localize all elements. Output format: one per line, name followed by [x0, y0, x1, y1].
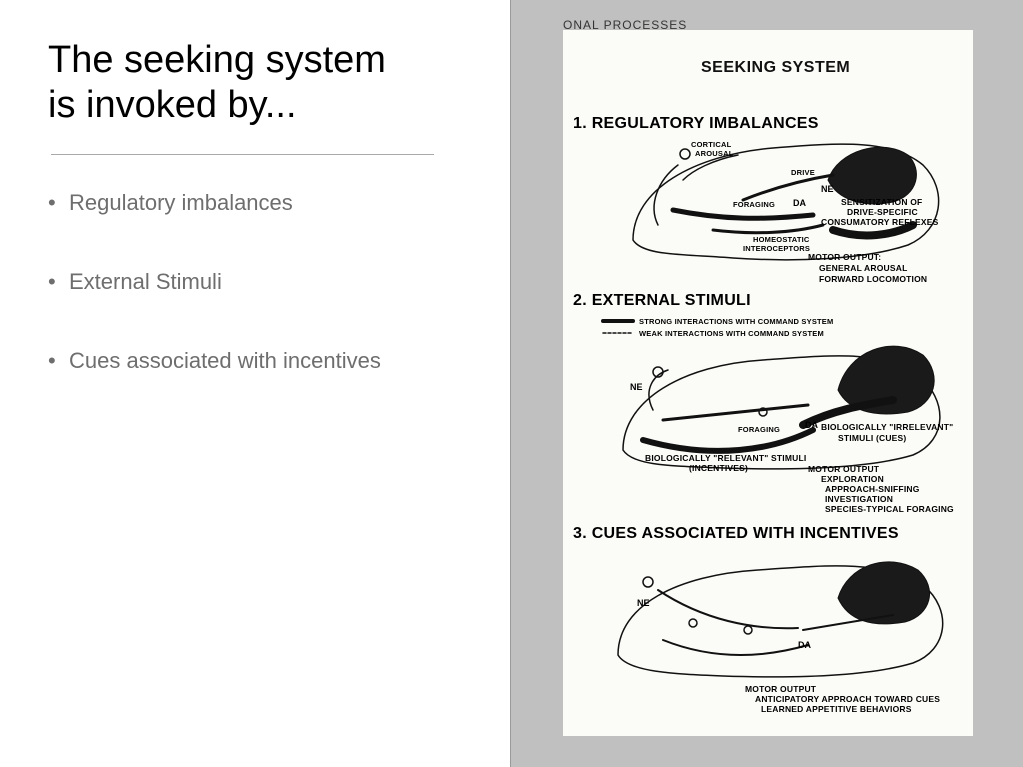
label-drive: DRIVE: [791, 168, 815, 177]
cerebellum-2: [837, 345, 935, 415]
bullet-list: • Regulatory imbalances • External Stimuli…: [48, 188, 381, 425]
label-interoceptors: INTEROCEPTORS: [743, 244, 811, 253]
bullet-text: External Stimuli: [69, 269, 222, 294]
label-ne: NE: [821, 184, 834, 194]
label-motor-output-2: ANTICIPATORY APPROACH TOWARD CUES: [755, 694, 941, 704]
pathway-arrow: [711, 223, 825, 235]
pathway-arrow: [640, 427, 816, 454]
label-cortical: CORTICAL: [691, 140, 732, 149]
label-motor-output-1: MOTOR OUTPUT: [745, 684, 817, 694]
legend-weak-label: WEAK INTERACTIONS WITH COMMAND SYSTEM: [639, 329, 824, 338]
bullet-text: Regulatory imbalances: [69, 190, 293, 215]
label-ne: NE: [630, 382, 643, 392]
pathway-arrow: [682, 154, 739, 181]
label-motor-output-1: MOTOR OUTPUT: [808, 464, 880, 474]
bullet-dot: •: [48, 269, 56, 294]
figure-panel: ONAL PROCESSES: [510, 0, 1023, 767]
brain-outline-1: [632, 143, 940, 261]
label-homeostatic: HOMEOSTATIC: [753, 235, 810, 244]
label-irrelevant-2: STIMULI (CUES): [838, 433, 907, 443]
pathway-arrow: [802, 614, 894, 631]
bullet-text: Cues associated with incentives: [69, 348, 381, 373]
cerebellum-1: [827, 146, 917, 205]
label-da: DA: [793, 198, 806, 208]
pathway-arrow: [648, 369, 669, 411]
label-sensitization-3: CONSUMATORY REFLEXES: [821, 217, 939, 227]
label-motor-output-3: FORWARD LOCOMOTION: [819, 274, 928, 284]
label-ne: NE: [637, 598, 650, 608]
brain-outline-3: [617, 565, 944, 678]
node-circle: [679, 148, 691, 160]
node-circle: [642, 576, 654, 588]
bullet-dot: •: [48, 190, 56, 215]
label-motor-output-1: MOTOR OUTPUT:: [808, 252, 882, 262]
pathway-arrow: [829, 221, 917, 240]
cerebellum-3: [837, 561, 931, 625]
bullet-dot: •: [48, 348, 56, 373]
label-motor-output-5: SPECIES-TYPICAL FORAGING: [825, 504, 954, 514]
label-sensitization-1: SENSITIZATION OF: [841, 197, 923, 207]
bullet-item: • Cues associated with incentives: [48, 346, 381, 376]
title-line-1: The seeking system: [48, 39, 386, 81]
label-sensitization-2: DRIVE-SPECIFIC: [847, 207, 918, 217]
label-motor-output-3: APPROACH-SNIFFING: [825, 484, 920, 494]
legend-strong-label: STRONG INTERACTIONS WITH COMMAND SYSTEM: [639, 317, 834, 326]
label-da: DA: [798, 640, 811, 650]
pathway-arrow: [662, 639, 809, 656]
title-divider: [51, 154, 434, 155]
pathway-arrow: [661, 403, 810, 422]
node-circle: [743, 625, 753, 635]
label-relevant-2: (INCENTIVES): [689, 463, 749, 473]
page-header-bleed: ONAL PROCESSES: [563, 18, 688, 32]
pathway-arrow: [741, 173, 835, 202]
section-heading-2: 2. EXTERNAL STIMULI: [573, 292, 751, 309]
label-motor-output-4: INVESTIGATION: [825, 494, 894, 504]
figure-drawing: [601, 143, 944, 678]
label-foraging: FORAGING: [738, 425, 781, 434]
node-circle: [758, 407, 768, 417]
pathway-arrow: [799, 396, 897, 429]
bullet-item: • External Stimuli: [48, 267, 381, 297]
label-irrelevant-1: BIOLOGICALLY "IRRELEVANT": [821, 422, 954, 432]
brain-outline-2: [622, 355, 941, 470]
node-circle: [652, 366, 664, 378]
section-heading-3: 3. CUES ASSOCIATED WITH INCENTIVES: [573, 525, 899, 542]
title-line-2: is invoked by...: [48, 84, 297, 126]
pathway-arrow: [670, 207, 816, 221]
label-relevant-1: BIOLOGICALLY "RELEVANT" STIMULI: [645, 453, 807, 463]
bullet-item: • Regulatory imbalances: [48, 188, 381, 218]
seeking-system-figure: SEEKING SYSTEM 1. REGULATORY IMBALANCES …: [563, 30, 973, 736]
label-motor-output-2: GENERAL AROUSAL: [819, 263, 908, 273]
label-motor-output-2: EXPLORATION: [821, 474, 884, 484]
node-circle: [688, 618, 698, 628]
label-foraging: FORAGING: [733, 200, 776, 209]
pathway-arrow: [657, 589, 799, 630]
label-da: DA: [805, 420, 818, 430]
pathway-arrow: [653, 164, 679, 226]
figure-title: SEEKING SYSTEM: [701, 59, 851, 76]
label-arousal: AROUSAL: [695, 149, 734, 158]
label-motor-output-3: LEARNED APPETITIVE BEHAVIORS: [761, 704, 912, 714]
section-heading-1: 1. REGULATORY IMBALANCES: [573, 115, 819, 132]
